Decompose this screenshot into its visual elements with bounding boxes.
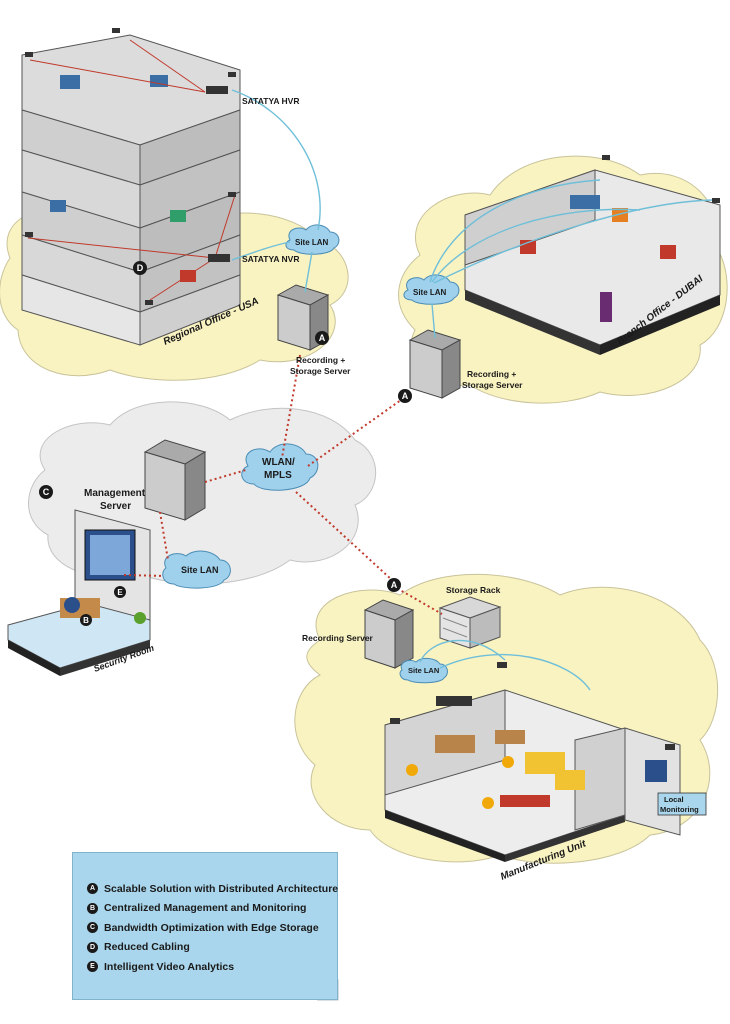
svg-text:D: D bbox=[137, 263, 144, 273]
local-monitoring-line1: Local bbox=[664, 795, 684, 804]
wlan-label-line2: MPLS bbox=[264, 470, 292, 481]
recording-server-label: Recording Server bbox=[302, 633, 374, 643]
svg-text:A: A bbox=[402, 391, 409, 401]
legend-text: Bandwidth Optimization with Edge Storage bbox=[104, 921, 319, 934]
recording-storage-dubai-line2: Storage Server bbox=[462, 380, 523, 390]
wlan-label-line1: WLAN/ bbox=[262, 457, 295, 468]
svg-text:A: A bbox=[319, 333, 326, 343]
manufacturing-nvr bbox=[436, 696, 472, 706]
legend-item: E Intelligent Video Analytics bbox=[87, 957, 338, 977]
site-lan-usa-label: Site LAN bbox=[295, 238, 329, 247]
svg-text:A: A bbox=[391, 580, 398, 590]
site-lan-dubai-label: Site LAN bbox=[413, 288, 447, 297]
legend-badge: D bbox=[87, 941, 98, 953]
legend-text: Reduced Cabling bbox=[104, 941, 190, 954]
local-monitoring-line2: Monitoring bbox=[660, 805, 699, 814]
badge-a-dubai: A bbox=[398, 389, 412, 403]
management-server bbox=[143, 439, 207, 521]
regional-office-building bbox=[21, 34, 241, 346]
recording-storage-server-dubai bbox=[408, 329, 462, 399]
badge-a-usa: A bbox=[315, 331, 329, 345]
legend-badge: B bbox=[87, 902, 98, 914]
legend-text: Intelligent Video Analytics bbox=[104, 960, 235, 973]
satatya-hvr-label: SATATYA HVR bbox=[242, 96, 299, 106]
badge-a-manufacturing: A bbox=[387, 578, 401, 592]
management-server-line2: Server bbox=[100, 501, 131, 512]
badge-d: D bbox=[133, 261, 147, 275]
badge-c: C bbox=[39, 485, 53, 499]
camera-icons bbox=[25, 28, 720, 750]
satatya-nvr-label: SATATYA NVR bbox=[242, 254, 299, 264]
legend-text: Centralized Management and Monitoring bbox=[104, 902, 307, 915]
recording-server-manufacturing bbox=[363, 599, 415, 669]
legend-item: B Centralized Management and Monitoring bbox=[87, 899, 338, 919]
badge-b: B bbox=[80, 614, 92, 626]
hvr-device bbox=[206, 86, 228, 94]
legend-badge: A bbox=[87, 883, 98, 895]
site-lan-manufacturing-label: Site LAN bbox=[408, 666, 439, 675]
branch-office-room bbox=[464, 169, 721, 355]
wlan-mpls-cloud bbox=[241, 443, 319, 491]
site-lan-usa-cloud bbox=[285, 224, 340, 255]
wan-links bbox=[123, 354, 443, 615]
legend-item: C Bandwidth Optimization with Edge Storag… bbox=[87, 918, 338, 938]
recording-storage-usa-line2: Storage Server bbox=[290, 366, 351, 376]
storage-rack-label: Storage Rack bbox=[446, 585, 501, 595]
legend-item: D Reduced Cabling bbox=[87, 938, 338, 958]
recording-storage-dubai-line1: Recording + bbox=[467, 369, 516, 379]
svg-text:C: C bbox=[43, 487, 50, 497]
site-lan-security-label: Site LAN bbox=[181, 565, 219, 575]
management-server-line1: Management bbox=[84, 488, 146, 499]
legend-panel: A Scalable Solution with Distributed Arch… bbox=[72, 852, 338, 1000]
local-monitoring-box bbox=[657, 792, 707, 816]
site-lan-manufacturing-cloud bbox=[399, 657, 448, 684]
nvr-device bbox=[208, 254, 230, 262]
site-lan-dubai-cloud bbox=[403, 274, 460, 305]
legend-list: A Scalable Solution with Distributed Arch… bbox=[87, 879, 338, 977]
site-lan-security-cloud bbox=[162, 550, 231, 589]
lan-links bbox=[231, 89, 719, 691]
legend-text: Scalable Solution with Distributed Archi… bbox=[104, 882, 339, 895]
recording-storage-usa-line1: Recording + bbox=[296, 355, 345, 365]
legend-item: A Scalable Solution with Distributed Arch… bbox=[87, 879, 338, 899]
legend-badge: C bbox=[87, 922, 98, 934]
legend-badge: E bbox=[87, 961, 98, 973]
badge-e: E bbox=[114, 586, 126, 598]
svg-text:B: B bbox=[83, 616, 89, 625]
storage-rack bbox=[438, 596, 502, 649]
security-room bbox=[7, 509, 151, 676]
svg-text:E: E bbox=[117, 588, 123, 597]
